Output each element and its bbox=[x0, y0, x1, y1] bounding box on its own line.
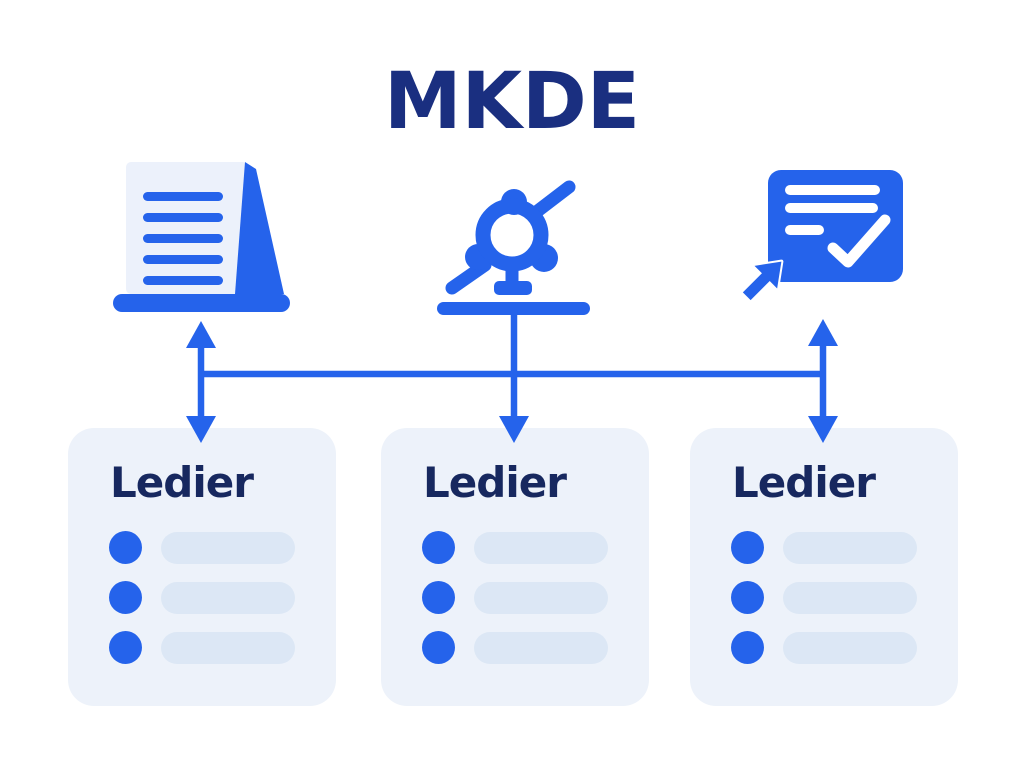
cursor-arrow-icon bbox=[740, 259, 784, 303]
placeholder-bar bbox=[783, 531, 917, 564]
list-item bbox=[422, 581, 649, 614]
list-item bbox=[109, 631, 336, 664]
checklist-cursor-icon bbox=[740, 170, 903, 303]
bullet-dot-icon bbox=[731, 631, 764, 664]
card-title: Ledier bbox=[732, 458, 876, 507]
bullet-dot-icon bbox=[422, 631, 455, 664]
document-icon bbox=[113, 162, 290, 312]
page-title: MKDE bbox=[383, 57, 641, 147]
list-item bbox=[109, 531, 336, 564]
list-item bbox=[109, 581, 336, 614]
list-item bbox=[731, 531, 958, 564]
placeholder-bar bbox=[474, 631, 608, 664]
list-item bbox=[731, 631, 958, 664]
card-title: Ledier bbox=[110, 458, 254, 507]
document-lectern-icon bbox=[113, 162, 290, 312]
placeholder-bar bbox=[474, 581, 608, 614]
connector-left-arrow bbox=[186, 321, 216, 443]
bullet-dot-icon bbox=[731, 581, 764, 614]
bullet-dot-icon bbox=[731, 531, 764, 564]
connector-middle-arrow bbox=[499, 310, 529, 443]
checklist-icon bbox=[768, 170, 903, 282]
card-title: Ledier bbox=[423, 458, 567, 507]
placeholder-bar bbox=[161, 581, 295, 614]
bullet-dot-icon bbox=[422, 581, 455, 614]
list-item bbox=[422, 531, 649, 564]
stage-card-1: Ledier bbox=[68, 428, 336, 706]
placeholder-bar bbox=[161, 531, 295, 564]
placeholder-bar bbox=[783, 581, 917, 614]
connector-right-arrow bbox=[808, 319, 838, 443]
list-item bbox=[422, 631, 649, 664]
stage-card-2: Ledier bbox=[381, 428, 649, 706]
placeholder-bar bbox=[161, 631, 295, 664]
bullet-dot-icon bbox=[109, 581, 142, 614]
placeholder-bar bbox=[474, 531, 608, 564]
molecule-model-icon bbox=[437, 180, 590, 315]
bullet-dot-icon bbox=[422, 531, 455, 564]
bullet-dot-icon bbox=[109, 531, 142, 564]
stage-card-3: Ledier bbox=[690, 428, 958, 706]
list-item bbox=[731, 581, 958, 614]
molecule-icon bbox=[437, 180, 590, 315]
bullet-dot-icon bbox=[109, 631, 142, 664]
placeholder-bar bbox=[783, 631, 917, 664]
